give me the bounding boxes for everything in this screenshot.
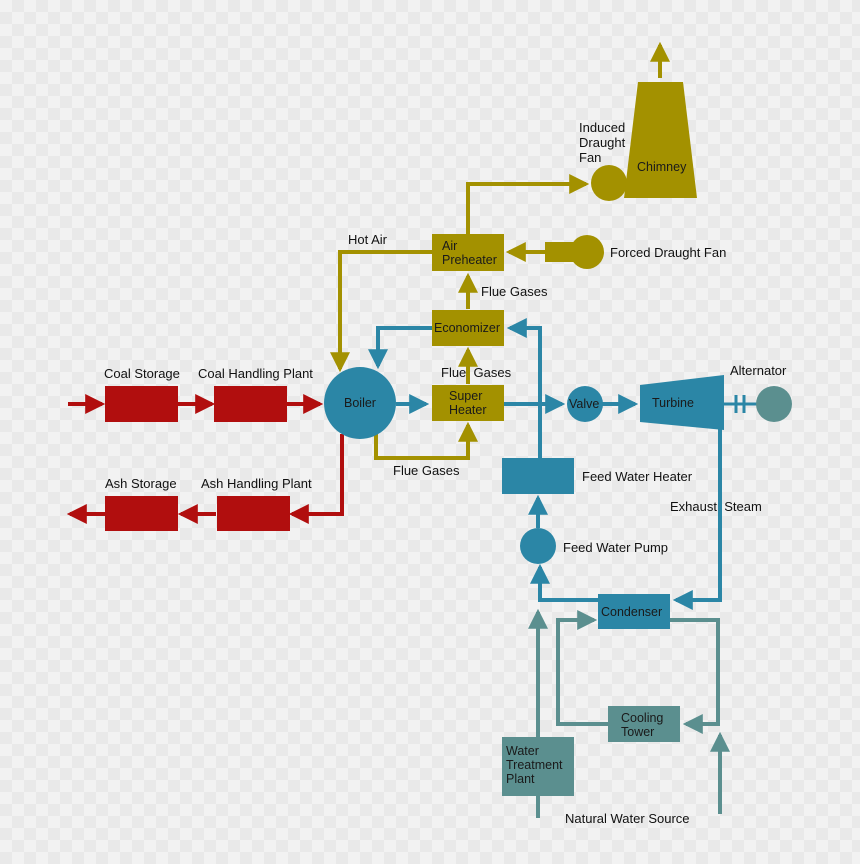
hot-air-label: Hot Air xyxy=(348,232,388,247)
alternator-label: Alternator xyxy=(730,363,787,378)
condenser-to-cooling-tower-arrow xyxy=(670,618,720,734)
water-treatment-box xyxy=(502,737,574,796)
coal-handling-box xyxy=(214,386,287,422)
alternator-icon xyxy=(756,386,792,422)
induced-draught-fan-icon xyxy=(591,165,627,201)
feed-water-heater-label: Feed Water Heater xyxy=(582,469,693,484)
cooling-water-flow xyxy=(528,608,730,818)
air-gas-flow xyxy=(330,41,670,460)
feed-water-heater-box xyxy=(502,458,574,494)
steam-water-flow xyxy=(368,318,758,610)
hot-air-arrow xyxy=(330,250,432,373)
coal-storage-box xyxy=(105,386,178,422)
natural-water-source-label: Natural Water Source xyxy=(565,811,690,826)
fd-fan-body xyxy=(545,242,575,262)
ash-handling-label: Ash Handling Plant xyxy=(201,476,312,491)
coal-ash-flow xyxy=(66,394,344,524)
condenser-box xyxy=(598,594,670,629)
coal-storage-label: Coal Storage xyxy=(104,366,180,381)
flue-gases-label-1: Flue Gases xyxy=(481,284,548,299)
boiler-to-ash-arrow xyxy=(288,434,344,524)
water-treatment-label: Water Treatment Plant xyxy=(506,744,563,786)
forced-draught-fan-icon xyxy=(570,235,604,269)
forced-draught-fan-label: Forced Draught Fan xyxy=(610,245,727,260)
super-heater-box xyxy=(432,385,504,421)
valve-label: Valve xyxy=(569,397,600,411)
cooling-tower-to-condenser-arrow xyxy=(556,610,608,726)
condenser-to-pump-arrow xyxy=(530,563,598,602)
chimney-icon xyxy=(624,82,697,198)
boiler-to-superheater-gas-arrow xyxy=(374,421,478,460)
air-preheater-label: Air Preheater xyxy=(442,239,497,267)
feed-heater-to-economizer-arrow xyxy=(506,318,542,458)
economizer-label: Economizer xyxy=(434,321,500,335)
chimney-label: Chimney xyxy=(637,160,687,174)
flue-gases-label-2: Flue Gases xyxy=(441,365,512,380)
ash-storage-box xyxy=(105,496,178,531)
ash-storage-label: Ash Storage xyxy=(105,476,177,491)
ash-handling-box xyxy=(217,496,290,531)
coal-handling-label: Coal Handling Plant xyxy=(198,366,313,381)
turbine-label: Turbine xyxy=(652,396,694,410)
flue-gases-label-3: Flue Gases xyxy=(393,463,460,478)
feed-water-pump-label: Feed Water Pump xyxy=(563,540,669,555)
valve-icon xyxy=(567,386,603,422)
air-preheater-box xyxy=(432,234,504,271)
condenser-label: Condenser xyxy=(601,605,663,619)
cooling-tower-label: Cooling Tower xyxy=(621,711,664,739)
preheater-to-idfan-arrow xyxy=(466,174,590,234)
boiler-label: Boiler xyxy=(344,396,376,410)
induced-draught-fan-label: Induced Draught Fan xyxy=(579,120,626,165)
cooling-tower-box xyxy=(608,706,680,742)
exhaust-steam-label: Exhaust Steam xyxy=(670,499,762,514)
boiler-icon xyxy=(324,367,396,439)
economizer-box xyxy=(432,310,504,346)
super-heater-label: Super Heater xyxy=(449,389,487,417)
exhaust-steam-arrow xyxy=(672,428,722,610)
feed-water-pump-icon xyxy=(520,528,556,564)
turbine-icon xyxy=(640,375,724,430)
economizer-to-boiler-arrow xyxy=(368,326,432,370)
